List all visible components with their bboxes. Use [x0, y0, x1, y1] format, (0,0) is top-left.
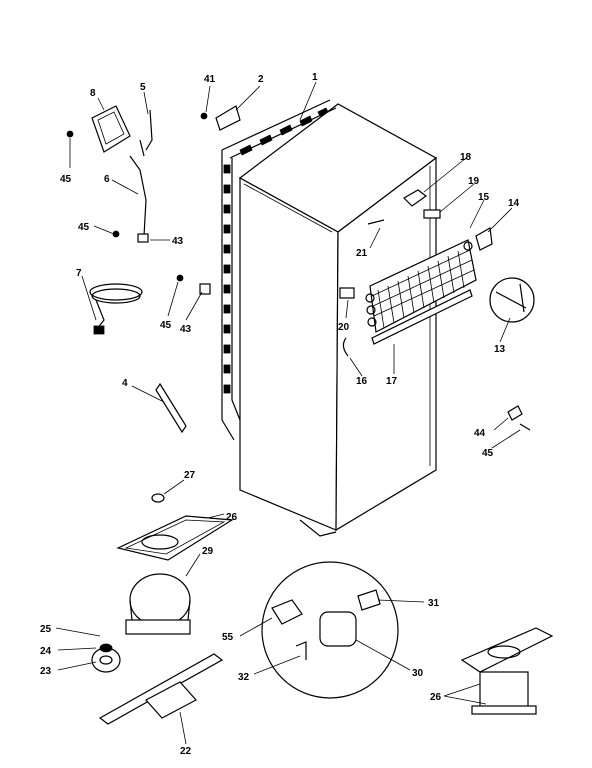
part-43-lower: [199, 283, 211, 295]
wire-harness-5: [139, 109, 153, 157]
base-plate-22: [98, 653, 224, 725]
callout-1: 1: [312, 72, 318, 83]
callout-55: 55: [222, 632, 234, 643]
detail-13: [489, 277, 535, 323]
tube-16: [342, 337, 349, 357]
callout-labels: 1 2 41 5 8 45 6 45 43 7 45 43 4 18 19 15…: [40, 72, 520, 757]
callout-24: 24: [40, 646, 52, 657]
screw-45-right: [519, 423, 531, 431]
callout-5: 5: [140, 82, 146, 93]
callout-45-mid: 45: [78, 222, 90, 233]
callout-32: 32: [238, 672, 250, 683]
wire-harness-6: [129, 155, 147, 237]
callout-31: 31: [428, 598, 440, 609]
cover-31: [357, 589, 381, 611]
callout-18: 18: [460, 152, 472, 163]
strap-4: [155, 382, 187, 434]
callout-8: 8: [90, 88, 96, 99]
callout-17: 17: [386, 376, 398, 387]
condenser-bracket: [475, 227, 493, 251]
panel-8: [91, 105, 131, 153]
callout-7: 7: [76, 268, 82, 279]
screw-45-lower: [176, 274, 184, 282]
part-44: [507, 405, 523, 421]
callout-6: 6: [104, 174, 110, 185]
cabinet-liner-strip: [221, 99, 337, 441]
compressor-alt-view: [460, 627, 554, 715]
screw-21: [367, 219, 385, 225]
callout-22: 22: [180, 746, 192, 757]
compressor-29: [125, 573, 191, 635]
clip-18: [403, 189, 428, 207]
callout-43-lower: 43: [180, 324, 192, 335]
callout-23: 23: [40, 666, 52, 677]
callout-43-top: 43: [172, 236, 184, 247]
callout-41: 41: [204, 74, 216, 85]
part-20: [339, 287, 355, 299]
callout-16: 16: [356, 376, 368, 387]
bracket-2: [215, 105, 241, 131]
callout-2: 2: [258, 74, 264, 85]
cabinet: [238, 103, 438, 537]
grommet-27: [151, 493, 165, 503]
callout-45-right: 45: [482, 448, 494, 459]
screw-41: [200, 112, 208, 120]
part-19: [423, 209, 441, 219]
callout-20: 20: [338, 322, 350, 333]
callout-30: 30: [412, 668, 424, 679]
callout-4: 4: [122, 378, 128, 389]
callout-45-lower: 45: [160, 320, 172, 331]
callout-45-top: 45: [60, 174, 72, 185]
connector-43: [137, 233, 149, 243]
callout-15: 15: [478, 192, 490, 203]
callout-26-bottom: 26: [430, 692, 442, 703]
callout-21: 21: [356, 248, 368, 259]
condenser: [365, 239, 477, 345]
callout-27: 27: [184, 470, 196, 481]
grommet-stack: [91, 643, 121, 673]
callout-26-top: 26: [226, 512, 238, 523]
callout-44: 44: [474, 428, 486, 439]
callout-25: 25: [40, 624, 52, 635]
power-cord-7: [89, 283, 143, 335]
callout-19: 19: [468, 176, 480, 187]
callout-13: 13: [494, 344, 506, 355]
callout-29: 29: [202, 546, 214, 557]
relay-55: [271, 599, 303, 625]
leader-lines: [55, 81, 521, 745]
callout-14: 14: [508, 198, 520, 209]
clip-32: [295, 641, 307, 660]
overload-30: [319, 611, 357, 647]
relay-detail-circle: [261, 561, 399, 699]
drain-pan-26: [116, 515, 234, 561]
screw-45-top: [66, 130, 74, 138]
